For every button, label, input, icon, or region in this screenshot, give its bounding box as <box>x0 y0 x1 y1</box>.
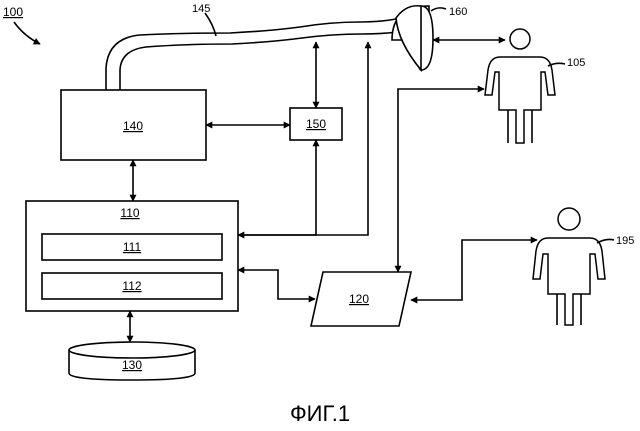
figure-ref-arrow <box>14 22 40 44</box>
ref-105: 105 <box>567 57 585 69</box>
arrow-110-150 <box>238 140 316 235</box>
block-150-label: 150 <box>306 117 326 131</box>
speaker-160-leader <box>431 8 446 11</box>
block-110-label: 110 <box>120 206 139 220</box>
person-195-leader <box>597 239 614 243</box>
person-195 <box>533 208 605 325</box>
arrow-120-195 <box>411 240 537 300</box>
database-130-top <box>69 342 195 358</box>
block-140-label: 140 <box>123 119 143 133</box>
ref-145: 145 <box>192 3 210 15</box>
block-130-label: 130 <box>122 358 142 372</box>
cable-145-outer <box>106 19 396 90</box>
arrow-110-120 <box>238 270 315 299</box>
block-111-label: 111 <box>123 240 142 254</box>
person-105 <box>485 29 555 143</box>
block-120-label: 120 <box>349 292 369 306</box>
block-112-label: 112 <box>122 279 141 293</box>
ref-195: 195 <box>616 235 634 247</box>
figure-ref-100: 100 <box>3 5 23 19</box>
figure-caption: ФИГ.1 <box>290 401 350 426</box>
arrow-120-105 <box>398 89 484 272</box>
cable-145-inner <box>120 32 397 90</box>
ref-160: 160 <box>449 6 467 18</box>
